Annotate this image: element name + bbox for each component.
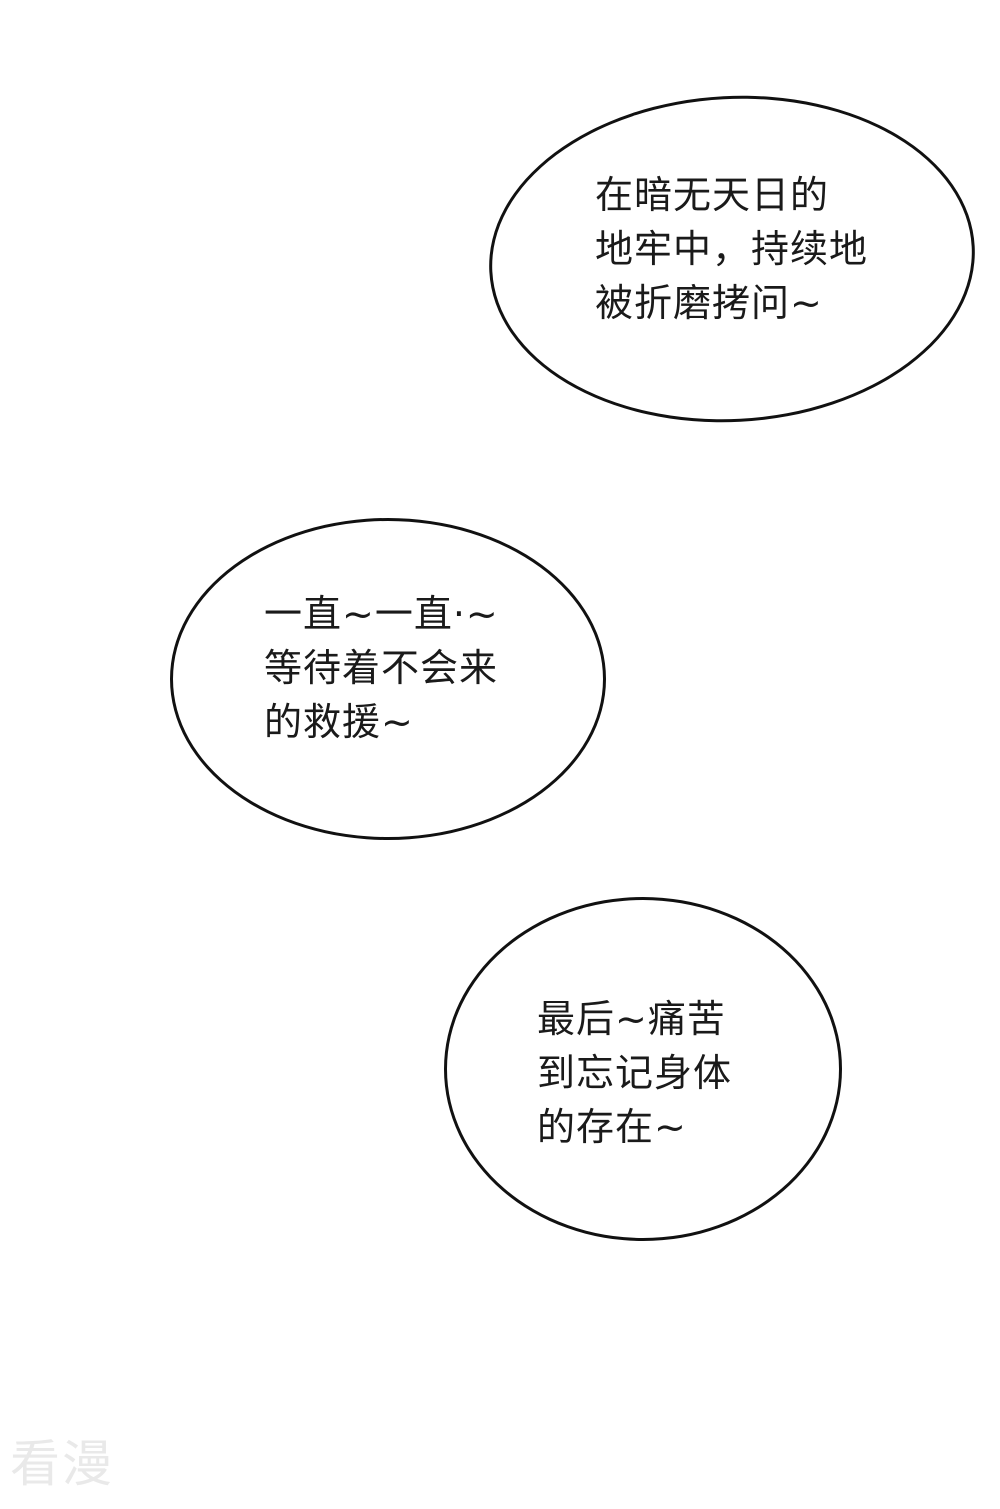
speech-line: 一直~一直·~ <box>264 592 499 636</box>
watermark: 看漫 <box>10 1435 114 1493</box>
speech-line: 的存在~ <box>537 1105 687 1149</box>
speech-line: 最后~痛苦 <box>537 997 726 1041</box>
speech-line: 在暗无天日的 <box>595 173 830 217</box>
speech-line: 的救援~ <box>264 700 414 744</box>
speech-line: 地牢中，持续地 <box>595 227 869 271</box>
speech-bubble-3 <box>444 897 842 1241</box>
speech-line: 被折磨拷问~ <box>595 281 823 325</box>
speech-bubble-1-text: 在暗无天日的 地牢中，持续地 被折磨拷问~ <box>595 168 868 330</box>
speech-line: 等待着不会来 <box>264 646 499 690</box>
speech-line: 到忘记身体 <box>537 1051 733 1095</box>
speech-bubble-2 <box>170 518 606 840</box>
speech-bubble-2-text: 一直~一直·~ 等待着不会来 的救援~ <box>264 587 499 749</box>
speech-bubble-3-text: 最后~痛苦 到忘记身体 的存在~ <box>537 992 732 1154</box>
